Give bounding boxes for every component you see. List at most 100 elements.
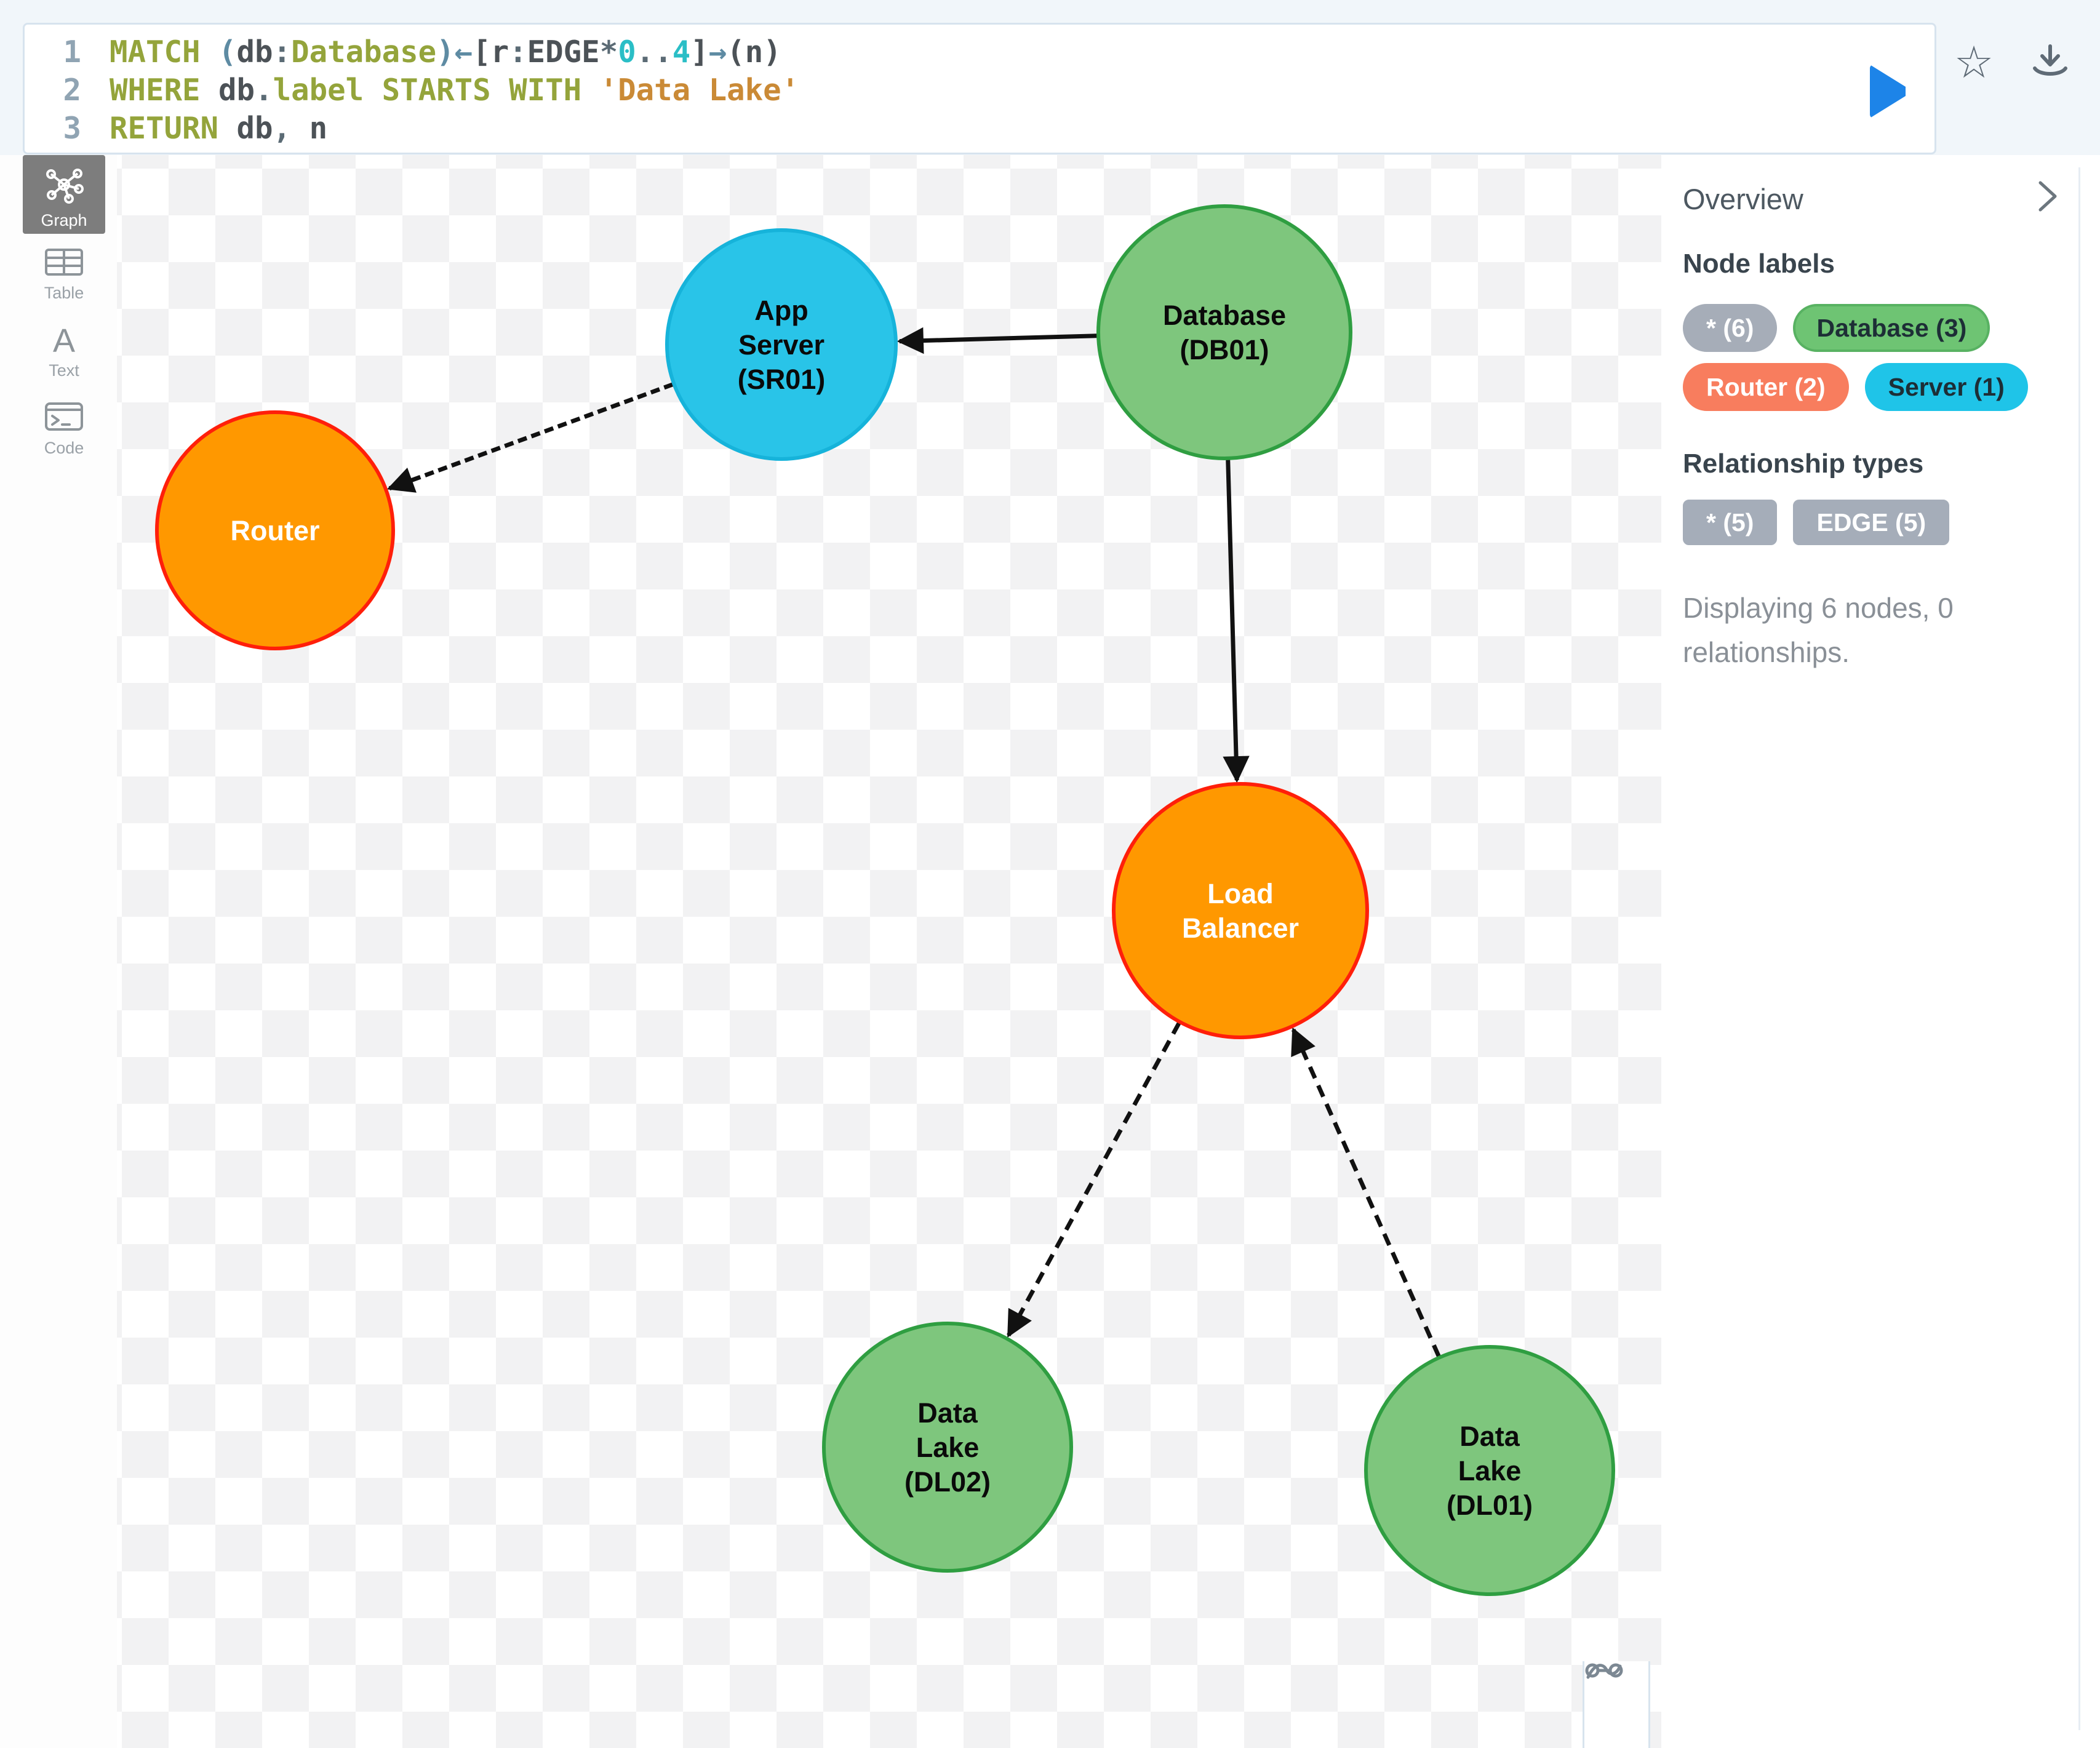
code-token: MATCH <box>110 34 201 70</box>
node-label: Load <box>1207 878 1274 909</box>
code-token: WHERE <box>110 73 201 108</box>
tab-code[interactable]: Code <box>23 401 105 458</box>
node-label-pill[interactable]: * (6) <box>1683 304 1778 352</box>
table-icon <box>45 249 83 276</box>
node-label-pill[interactable]: Router (2) <box>1683 363 1849 411</box>
code-token: label <box>273 73 364 108</box>
node-label: (SR01) <box>738 364 826 395</box>
code-token <box>218 110 237 148</box>
node-label-pill[interactable]: Database (3) <box>1793 304 1990 352</box>
graph-edge-app-server-to-router[interactable] <box>386 382 674 493</box>
graph-edge-load-balancer-to-data-lake-dl02[interactable] <box>1007 1021 1181 1338</box>
node-label-pill-row-1: * (6) Database (3) <box>1683 304 1990 352</box>
graph-edge-data-lake-dl01-to-load-balancer[interactable] <box>1291 1027 1441 1357</box>
node-label: App <box>754 295 808 326</box>
node-label: Lake <box>916 1432 980 1463</box>
tab-text-label: Text <box>49 361 79 380</box>
node-label: Lake <box>1458 1455 1522 1487</box>
tab-table-label: Table <box>44 284 84 302</box>
tab-code-label: Code <box>44 439 84 457</box>
canvas-zoom-controls[interactable] <box>1583 1661 1650 1748</box>
content-row: Graph Table A Text <box>0 155 2100 1748</box>
graph-edge-database-to-app-server[interactable] <box>896 327 1098 354</box>
text-icon: A <box>52 322 76 359</box>
code-token: 0 <box>618 34 636 70</box>
code-token: ) <box>763 34 781 70</box>
code-token: * <box>599 34 618 70</box>
code-token: → <box>708 34 727 70</box>
line-number: 1 <box>63 34 81 70</box>
code-token: ] <box>690 34 709 70</box>
displaying-status-text: Displaying 6 nodes, 0 relationships. <box>1683 592 1954 668</box>
favorite-query-button[interactable]: ☆ <box>1952 38 1996 87</box>
link-nodes-icon[interactable] <box>1584 1661 1624 1680</box>
code-token <box>291 110 309 148</box>
panel-title: Overview <box>1683 183 1803 215</box>
tab-graph[interactable]: Graph <box>23 155 105 234</box>
code-token: ( <box>218 34 237 70</box>
code-token: r <box>490 34 509 70</box>
run-query-button[interactable] <box>1859 64 1909 118</box>
relationship-types-heading: Relationship types <box>1683 449 1924 479</box>
relationship-pill[interactable]: * (5) <box>1683 500 1778 545</box>
code-token: EDGE <box>527 34 600 70</box>
code-token <box>201 71 219 110</box>
relationship-pill[interactable]: EDGE (5) <box>1793 500 1950 545</box>
node-label: (DL02) <box>904 1466 991 1498</box>
tab-table[interactable]: Table <box>23 247 105 303</box>
code-token: : <box>273 34 292 70</box>
node-label: Server <box>738 329 824 361</box>
panel-scrollbar[interactable] <box>2078 167 2080 1730</box>
code-token: db <box>218 73 255 108</box>
graph-edge-database-to-load-balancer[interactable] <box>1223 459 1250 783</box>
code-token: n <box>745 34 764 70</box>
code-token <box>201 33 219 71</box>
code-icon <box>45 402 83 431</box>
code-token: ( <box>727 34 745 70</box>
code-token: .. <box>636 34 673 70</box>
code-token: ← <box>454 34 473 70</box>
code-token: RETURN <box>110 111 219 146</box>
download-result-button[interactable] <box>2028 38 2072 87</box>
node-label: Database <box>1163 300 1286 331</box>
graph-icon <box>46 169 84 204</box>
star-icon: ☆ <box>1954 38 1994 87</box>
download-icon <box>2033 44 2067 76</box>
code-token: Database <box>291 34 437 70</box>
node-label: (DL01) <box>1447 1490 1533 1521</box>
graph-node-database[interactable]: Database(DB01) <box>1096 204 1352 460</box>
node-label-pill[interactable]: Server (1) <box>1864 363 2028 411</box>
node-label: Balancer <box>1182 912 1299 944</box>
code-token: 4 <box>672 34 691 70</box>
graph-node-router[interactable]: Router <box>155 410 395 650</box>
node-labels-heading: Node labels <box>1683 249 1835 279</box>
code-token <box>581 71 600 110</box>
code-token: db <box>236 111 273 146</box>
tab-text[interactable]: A Text <box>23 324 105 380</box>
code-token: db <box>236 34 273 70</box>
code-token: ) <box>436 34 455 70</box>
view-sidebar: Graph Table A Text <box>0 155 117 1748</box>
code-token: [ <box>473 34 491 70</box>
chevron-right-icon <box>2038 181 2057 211</box>
tab-graph-label: Graph <box>41 211 87 229</box>
code-token: . <box>255 73 273 108</box>
overview-panel: Overview Node labels * (6) Database (3) R… <box>1661 155 2100 1748</box>
line-number: 3 <box>63 111 81 146</box>
line-number: 2 <box>63 73 81 108</box>
code-token: STARTS <box>381 73 491 108</box>
node-label: Data <box>1459 1421 1520 1452</box>
node-label-pill-row-2: Router (2) Server (1) <box>1683 363 2028 411</box>
collapse-panel-button[interactable] <box>2035 180 2060 214</box>
